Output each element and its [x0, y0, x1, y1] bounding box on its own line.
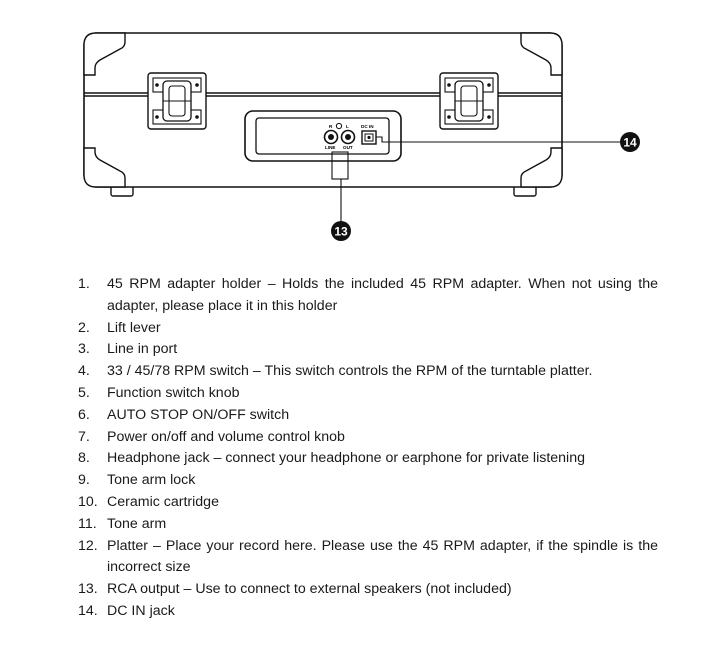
callout-13-number: 13 [334, 225, 348, 239]
list-item: 12. Platter – Place your record here. Ple… [78, 536, 658, 580]
list-item: 4. 33 / 45/78 RPM switch – This switch co… [78, 361, 658, 383]
list-item-number: 14. [78, 602, 98, 619]
list-item: 1. 45 RPM adapter holder – Holds the incl… [78, 274, 658, 318]
list-item-text: Lift lever [107, 319, 161, 336]
list-item-text: RCA output – Use to connect to external … [107, 581, 512, 598]
list-item-number: 5. [78, 384, 90, 401]
connector-panel-inner [255, 117, 390, 155]
callout-14-leader [376, 136, 621, 143]
list-item-text: DC IN jack [107, 602, 175, 619]
callout-13-bracket [331, 151, 349, 180]
list-item-number: 8. [78, 450, 90, 467]
list-item: 13. RCA output – Use to connect to extern… [78, 579, 658, 601]
jack-label-r: R [329, 124, 333, 129]
callout-14-badge [620, 132, 640, 152]
list-item-number: 1. [78, 276, 90, 292]
list-item-number: 6. [78, 406, 90, 423]
corner-guard-bottom-right [520, 147, 563, 188]
right-latch [439, 72, 499, 130]
list-item-number: 10. [78, 493, 98, 510]
jack-label-l: L [346, 124, 349, 129]
list-item-text: Function switch knob [107, 384, 240, 401]
parts-list: 1. 45 RPM adapter holder – Holds the incl… [78, 274, 658, 623]
jack-label-line: LINE [325, 145, 335, 150]
list-item-number: 9. [78, 472, 90, 489]
case-body [83, 32, 563, 188]
rca-right-jack [323, 129, 339, 145]
list-item: 3. Line in port [78, 339, 658, 361]
list-item-number: 3. [78, 341, 90, 358]
list-item-text: Tone arm lock [107, 472, 196, 489]
turntable-rear-diagram: R L LINE OUT DC IN 14 13 [83, 32, 640, 241]
dc-in-jack [361, 130, 377, 145]
list-item-number: 2. [78, 319, 90, 336]
list-item-number: 7. [78, 428, 90, 445]
list-item: 6. AUTO STOP ON/OFF switch [78, 405, 658, 427]
list-item-text: Platter – Place your record here. Please… [107, 537, 658, 576]
list-item: 7. Power on/off and volume control knob [78, 427, 658, 449]
list-item: 2. Lift lever [78, 318, 658, 340]
corner-guard-top-left [83, 32, 126, 76]
list-item-text: Power on/off and volume control knob [107, 428, 345, 445]
list-item-text: Ceramic cartridge [107, 493, 219, 510]
list-item: 10. Ceramic cartridge [78, 492, 658, 514]
list-item-text: 33 / 45/78 RPM switch – This switch cont… [107, 363, 593, 380]
list-item: 5. Function switch knob [78, 383, 658, 405]
list-item-number: 13. [78, 581, 98, 598]
list-item-number: 11. [78, 515, 97, 532]
list-item: 8. Headphone jack – connect your headphon… [78, 448, 658, 470]
list-item-text: Headphone jack – connect your headphone … [107, 450, 585, 467]
list-item-text: Line in port [107, 341, 178, 358]
left-latch [147, 72, 207, 130]
list-item-text: Tone arm [107, 515, 167, 532]
corner-guard-bottom-left [83, 147, 126, 188]
list-item: 9. Tone arm lock [78, 470, 658, 492]
ground-screw [335, 122, 343, 130]
list-item-number: 12. [78, 537, 98, 554]
callout-13-badge [331, 221, 351, 241]
rca-left-jack [340, 129, 356, 145]
list-item-number: 4. [78, 363, 90, 380]
jack-label-out: OUT [343, 145, 353, 150]
callout-14-number: 14 [623, 136, 637, 150]
corner-guard-top-right [520, 32, 563, 76]
jack-label-dc-in: DC IN [361, 124, 374, 129]
list-item-text: 45 RPM adapter holder – Holds the includ… [107, 276, 658, 314]
list-item-text: AUTO STOP ON/OFF switch [107, 406, 290, 423]
list-item: 11. Tone arm [78, 514, 658, 536]
list-item: 14. DC IN jack [78, 601, 658, 623]
